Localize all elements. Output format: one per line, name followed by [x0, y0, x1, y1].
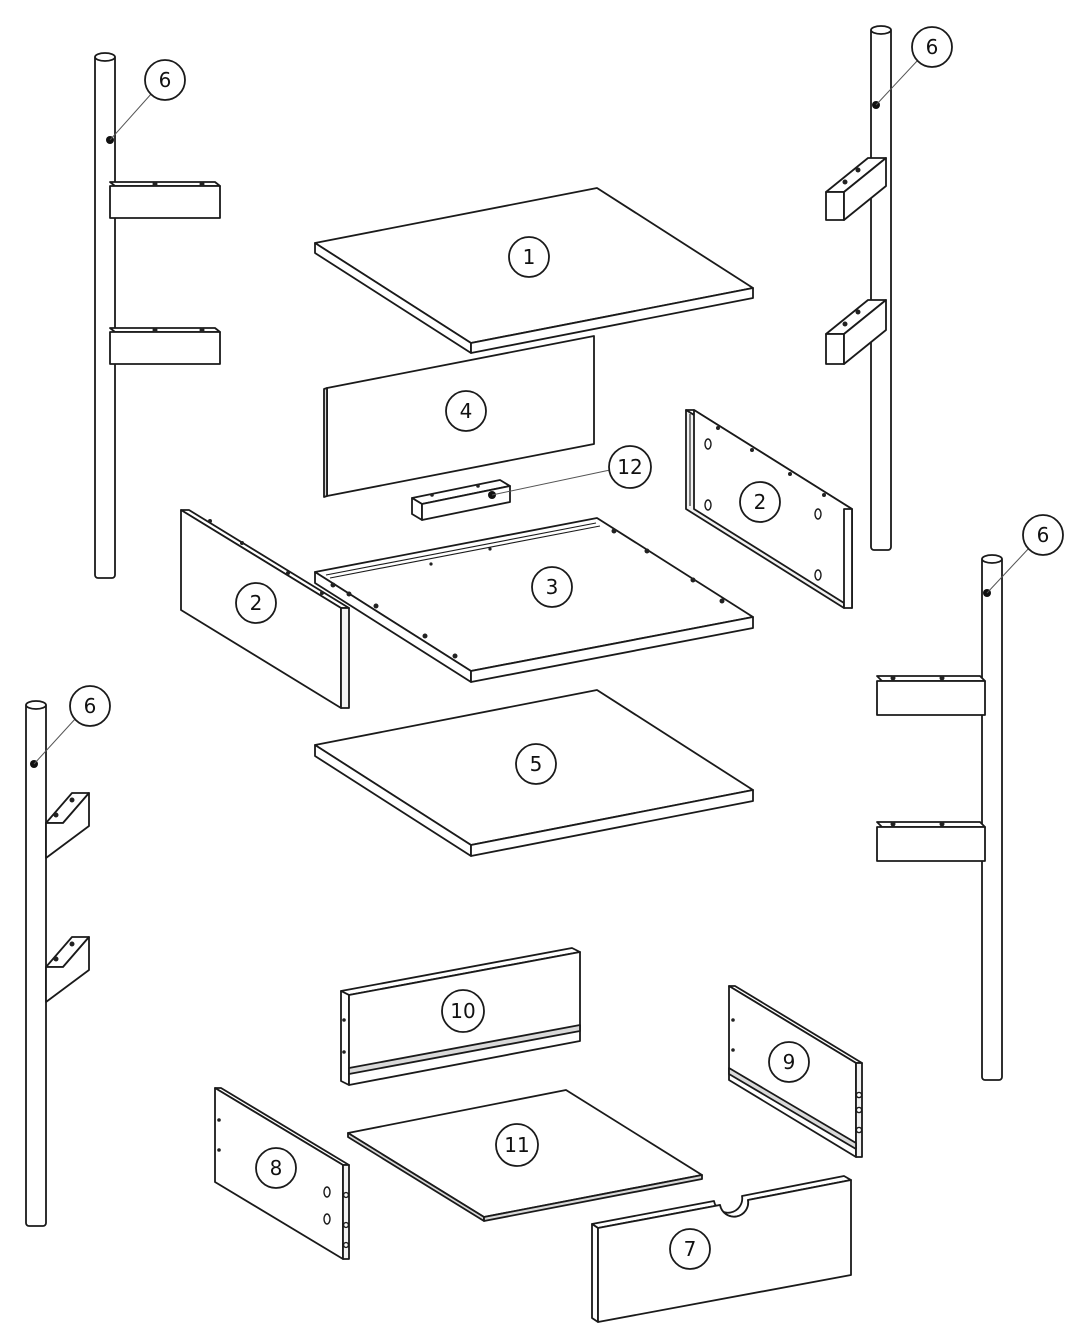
label-6-top-left: 6: [144, 59, 186, 101]
label-5: 5: [515, 743, 557, 785]
label-4-text: 4: [460, 399, 473, 423]
label-4: 4: [445, 390, 487, 432]
label-6-text: 6: [926, 35, 939, 59]
label-3: 3: [531, 566, 573, 608]
part-3-middle-shelf: [314, 517, 754, 683]
label-6-text: 6: [159, 68, 172, 92]
label-11-text: 11: [504, 1133, 529, 1157]
label-1: 1: [508, 236, 550, 278]
label-6-top-right: 6: [911, 26, 953, 68]
label-2-text: 2: [250, 591, 263, 615]
label-2-left: 2: [235, 582, 277, 624]
leg-top-left: [94, 52, 221, 579]
label-2-text: 2: [754, 490, 767, 514]
label-9-text: 9: [783, 1050, 796, 1074]
part-7-drawer-front: [591, 1175, 852, 1323]
label-9: 9: [768, 1041, 810, 1083]
label-3-text: 3: [546, 575, 559, 599]
label-7: 7: [669, 1228, 711, 1270]
label-8: 8: [255, 1147, 297, 1189]
label-5-text: 5: [530, 752, 543, 776]
label-10: 10: [441, 989, 485, 1033]
leg-mid-right: [876, 546, 1031, 1081]
part-12-support-block: [411, 469, 611, 521]
leg-top-right: [825, 25, 919, 551]
label-6-bottom-left: 6: [69, 685, 111, 727]
label-10-text: 10: [450, 999, 475, 1023]
label-1-text: 1: [523, 245, 536, 269]
label-6-text: 6: [1037, 523, 1050, 547]
label-11: 11: [495, 1123, 539, 1167]
label-2-right: 2: [739, 481, 781, 523]
leg-bottom-left: [25, 700, 90, 1227]
label-8-text: 8: [270, 1156, 283, 1180]
label-6-mid-right: 6: [1022, 514, 1064, 556]
label-7-text: 7: [684, 1237, 697, 1261]
label-12-text: 12: [617, 455, 642, 479]
label-12: 12: [608, 445, 652, 489]
label-6-text: 6: [84, 694, 97, 718]
